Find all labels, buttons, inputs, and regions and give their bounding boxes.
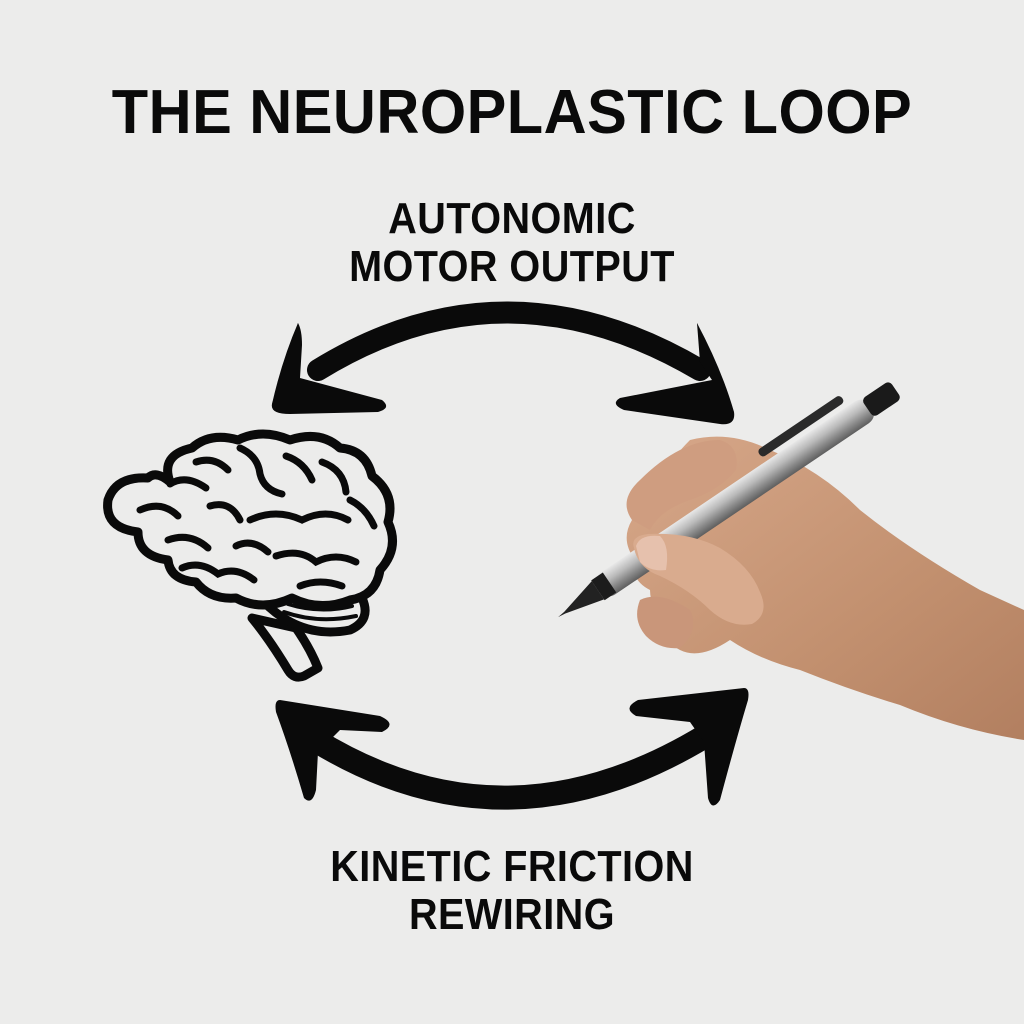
bottom-node-label: KINETIC FRICTION REWIRING	[51, 843, 973, 939]
top-label-line-2: MOTOR OUTPUT	[349, 242, 675, 291]
top-node-label: AUTONOMIC MOTOR OUTPUT	[51, 195, 973, 291]
top-label-line-1: AUTONOMIC	[388, 194, 636, 243]
diagram-title: THE NEUROPLASTIC LOOP	[111, 78, 913, 147]
bottom-label-line-2: REWIRING	[408, 890, 615, 939]
bottom-label-line-1: KINETIC FRICTION	[330, 842, 694, 891]
